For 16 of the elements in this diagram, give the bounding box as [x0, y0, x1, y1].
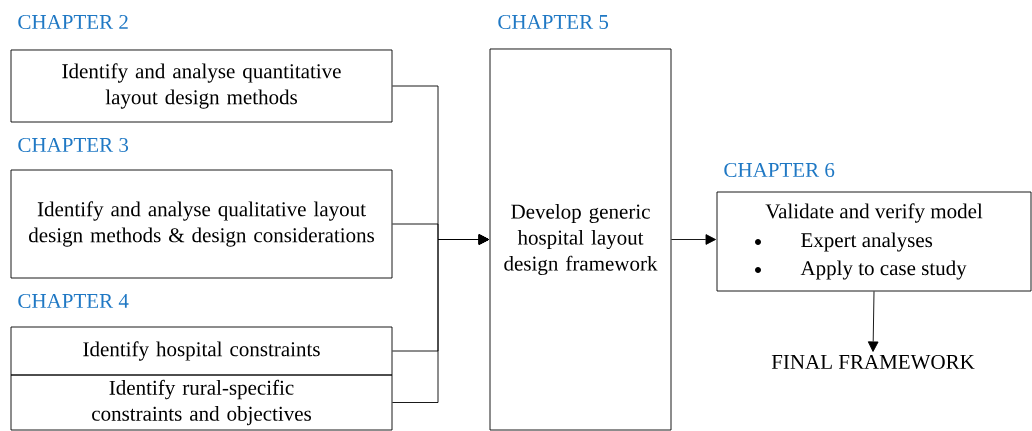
chapter-heading: CHAPTER 5 — [498, 14, 609, 30]
chapter-heading: CHAPTER 6 — [724, 162, 835, 178]
process-box: Identify and analyse qualitative layout design methods & design considerations — [10, 169, 393, 279]
bullet-item: Apply to case study — [755, 260, 967, 280]
arrow — [867, 291, 879, 352]
process-box: Develop generic hospital layout design framework — [489, 48, 672, 431]
arrow — [392, 234, 489, 403]
chapter-heading: CHAPTER 2 — [18, 14, 128, 30]
process-box: Identify and analyse quantitative layout design methods — [10, 49, 393, 123]
arrow — [671, 234, 716, 245]
process-box: Identify rural-specific constraints and objectives — [10, 374, 393, 431]
result-label: FINAL FRAMEWORK — [771, 354, 975, 370]
process-box: Identify hospital constraints — [10, 326, 393, 376]
chapter-heading: CHAPTER 3 — [18, 137, 129, 153]
chapter-heading: CHAPTER 4 — [18, 293, 129, 309]
bullet-item: Expert analyses — [755, 232, 933, 252]
